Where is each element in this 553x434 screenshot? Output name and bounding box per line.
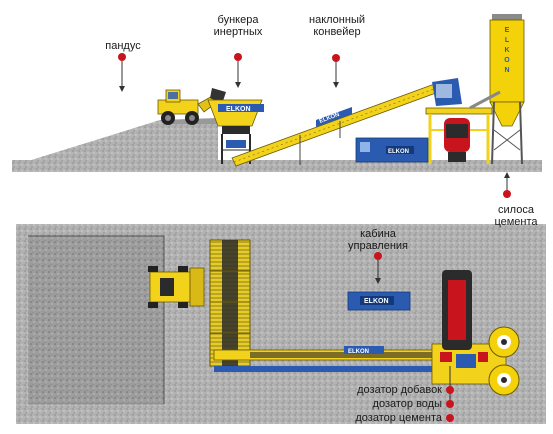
ramp-area [28, 236, 164, 404]
aggregate-bins-top [209, 239, 251, 367]
cabin-pin [374, 252, 382, 284]
ramp-pin [118, 53, 126, 92]
label-line: инертных [213, 26, 263, 38]
wheel-loader-top [148, 266, 205, 308]
top-view: ELKON ELKON [16, 224, 546, 424]
label-line: цемента [494, 216, 538, 228]
cement-silos-top [488, 326, 520, 396]
label-line: кабина [360, 228, 396, 240]
svg-text:E: E [505, 27, 510, 34]
side-view: ELKON ELKON ELKON [12, 14, 542, 198]
aggregate-bins-side: ELKON [207, 99, 264, 164]
conveyor-pin [332, 54, 340, 88]
horizontal-conveyor-top: ELKON [213, 346, 437, 372]
ramp [12, 120, 218, 166]
bins-brand: ELKON [226, 106, 251, 113]
label-line: управления [348, 240, 408, 252]
svg-text:O: O [504, 57, 510, 64]
svg-text:N: N [504, 67, 509, 74]
label-line: бункера [217, 14, 259, 26]
cement-silo-side: E L K O N [469, 14, 525, 165]
silo-pin [503, 172, 511, 198]
svg-text:L: L [505, 37, 510, 44]
label-line: силоса [498, 204, 534, 216]
control-cabin-top: ELKON [347, 291, 411, 311]
cabin-side-brand: ELKON [388, 149, 409, 155]
mixer-tower-side [425, 78, 493, 164]
label-ramp: пандус [105, 40, 141, 52]
control-cabin-side: ELKON [355, 137, 429, 163]
doser-pins [446, 366, 454, 422]
label-additive-doser: дозатор добавок [357, 384, 442, 396]
cabin-top-brand: ELKON [364, 298, 389, 305]
svg-text:K: K [504, 47, 509, 54]
conveyor-top-brand: ELKON [348, 349, 369, 355]
label-cement-doser: дозатор цемента [355, 412, 442, 424]
label-line: наклонный [309, 14, 365, 26]
bins-pin [234, 53, 242, 88]
label-water-doser: дозатор воды [372, 398, 442, 410]
label-line: конвейер [313, 26, 361, 38]
